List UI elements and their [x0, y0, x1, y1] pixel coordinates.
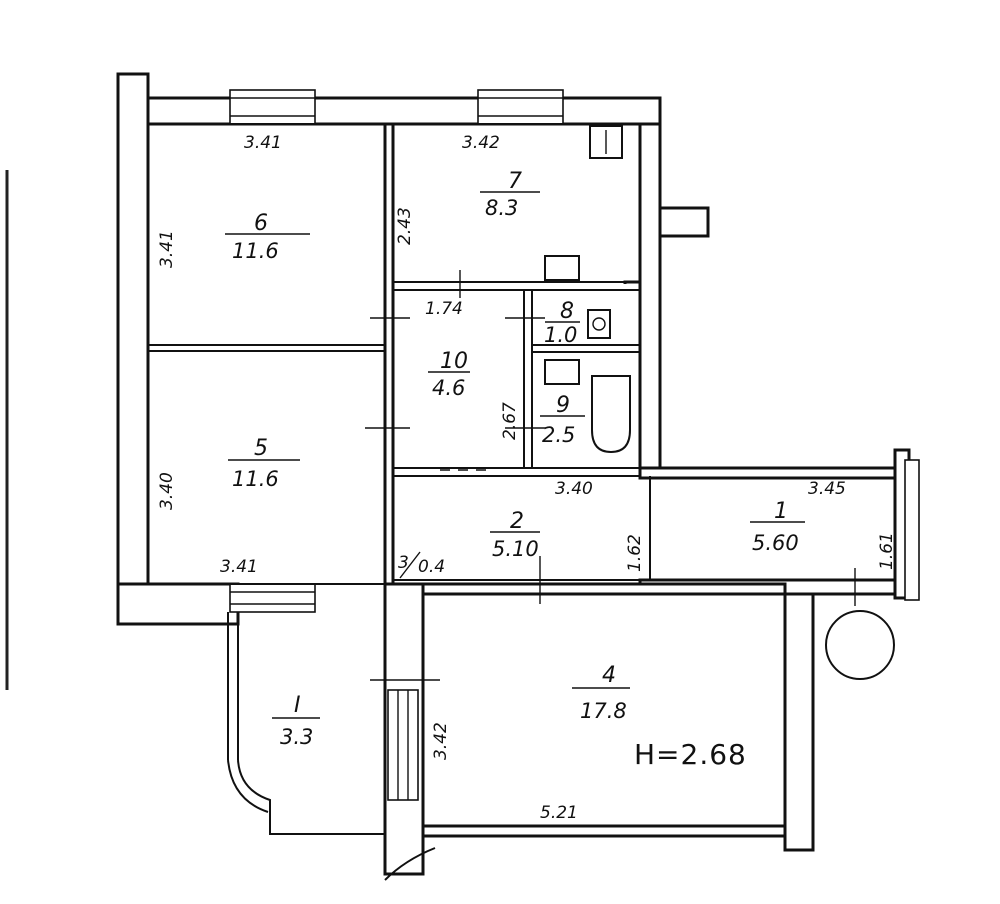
interior-walls — [148, 122, 651, 835]
stair-shaft-icon — [825, 610, 895, 680]
dim-room1-depth: 1.61 — [877, 532, 897, 570]
dimension-labels: 3.41 3.41 3.42 2.43 1.74 2.67 3.40 3.41 … — [157, 133, 897, 823]
dim-room5-depth: 3.40 — [157, 472, 177, 510]
room-number: 5 — [254, 436, 268, 461]
room-number: 6 — [254, 211, 268, 236]
room-number: 4 — [602, 663, 616, 688]
dim-room7-width: 3.42 — [462, 133, 500, 153]
dim-room6-width: 3.41 — [244, 133, 282, 153]
stove-icon — [589, 125, 623, 159]
sink-icon — [544, 255, 580, 281]
room-3: 3 0.4 — [398, 551, 445, 579]
room-area: 3.3 — [280, 725, 313, 749]
fixtures — [384, 125, 895, 881]
room-number: 1 — [774, 499, 788, 524]
dim-corridor-width: 1.74 — [425, 299, 463, 319]
windows — [229, 89, 920, 801]
room-area: 11.6 — [232, 467, 279, 491]
washbasin-icon — [544, 359, 580, 385]
room-9: 9 2.5 — [540, 393, 585, 447]
room-1: 1 5.60 — [750, 499, 805, 555]
dim-room7-depth: 2.43 — [395, 207, 415, 245]
ceiling-height-label: H=2.68 — [634, 738, 747, 771]
dim-hall-width: 3.40 — [555, 479, 593, 499]
dim-room4-width: 5.21 — [540, 803, 578, 823]
exterior-walls — [116, 72, 912, 876]
dim-room1-width: 3.45 — [808, 479, 846, 499]
toilet-icon — [587, 309, 611, 339]
room-I: I 3.3 — [272, 693, 320, 749]
dim-room4-depth: 3.42 — [431, 722, 451, 760]
room-number: I — [294, 693, 301, 718]
room-7: 7 8.3 — [480, 169, 540, 220]
dim-room5-width: 3.41 — [220, 557, 258, 577]
room-6: 6 11.6 — [225, 211, 310, 263]
room-2: 2 5.10 — [490, 509, 540, 561]
room-area: 4.6 — [432, 376, 465, 400]
room-area: 11.6 — [232, 239, 279, 263]
room-area: 8.3 — [485, 196, 518, 220]
room-area: 2.5 — [542, 423, 575, 447]
room-number: 8 — [560, 299, 574, 324]
room-number: 7 — [508, 169, 522, 194]
bathtub-icon — [591, 375, 631, 454]
room-number: 2 — [510, 509, 524, 534]
room-area: 5.10 — [492, 537, 539, 561]
room-number: 3 — [398, 553, 409, 573]
room-number: 10 — [440, 349, 468, 374]
room-area: 17.8 — [580, 699, 627, 723]
door-swing-icon — [384, 847, 436, 881]
room-area: 1.0 — [544, 323, 577, 347]
room-number: 9 — [556, 393, 570, 418]
dimension-ticks — [365, 270, 856, 681]
dim-hall-depth: 1.62 — [625, 534, 645, 572]
room-10: 10 4.6 — [428, 349, 470, 400]
dim-room6-depth: 3.41 — [157, 230, 177, 268]
room-8: 8 1.0 — [544, 299, 580, 347]
dim-bath-depth: 2.67 — [500, 402, 520, 440]
room-4: 4 17.8 — [572, 663, 630, 723]
room-5: 5 11.6 — [228, 436, 300, 491]
room-area: 0.4 — [418, 557, 445, 577]
room-area: 5.60 — [752, 531, 799, 555]
room-labels: 6 11.6 7 8.3 8 1.0 10 4.6 9 2.5 5 11.6 — [225, 169, 805, 749]
